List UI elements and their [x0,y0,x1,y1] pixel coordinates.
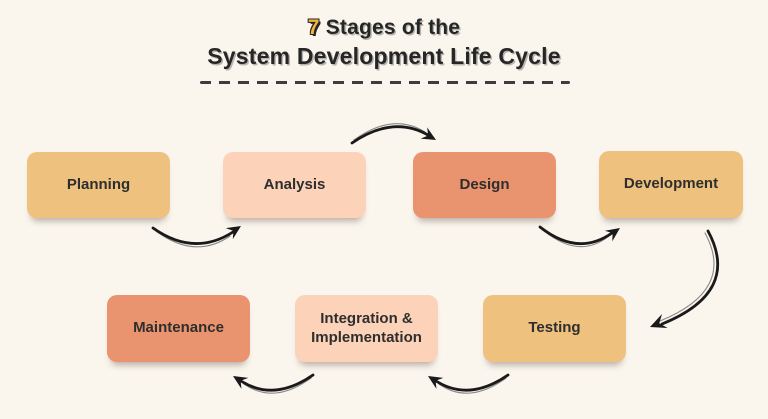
stage-label-analysis: Analysis [263,175,326,193]
stage-box-analysis: Analysis [223,152,366,218]
stage-box-integration-implementation: Integration & Implementation [295,295,438,362]
stage-label-integration-implementation: Integration & Implementation [311,309,422,346]
title-line2: System Development Life Cycle [207,42,561,69]
arrow-testing-to-integration-icon [428,373,510,394]
dashed-divider [200,81,570,84]
stage-box-planning: Planning [27,152,170,218]
stage-box-design: Design [413,152,556,218]
stage-label-development: Development [623,175,719,193]
stage-label-planning: Planning [66,175,131,193]
arrow-integration-to-maintenance-icon [233,373,315,394]
stage-label-design: Design [459,175,510,193]
arrow-planning-to-analysis-icon [151,226,241,248]
diagram-title: 7 Stages of the System Development Life … [0,15,768,71]
arrow-development-to-testing-icon [650,229,719,328]
stage-box-development: Development [599,151,743,218]
title-number-highlight: 7 [307,16,320,39]
title-line1-text: Stages of the [319,16,461,39]
title-line1: 7 Stages of the [0,15,768,42]
stage-box-testing: Testing [483,295,626,362]
arrow-analysis-to-design-icon [350,123,436,145]
stage-box-maintenance: Maintenance [107,295,250,362]
arrow-design-to-development-icon [538,225,620,248]
stage-label-testing: Testing [528,319,581,337]
stage-label-maintenance: Maintenance [133,319,224,337]
